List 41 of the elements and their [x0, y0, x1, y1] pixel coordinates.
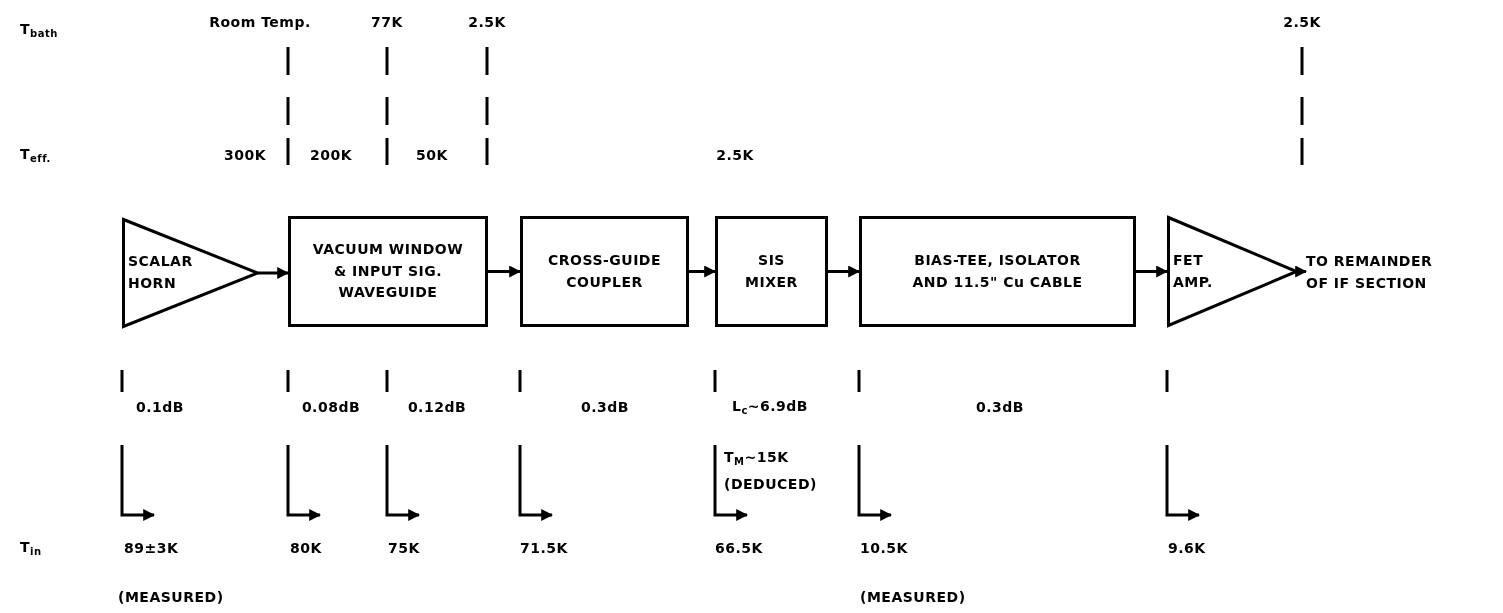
temperature-value: 77K [371, 14, 403, 30]
note: (DEDUCED) [724, 476, 817, 492]
temperature-value: 2.5K [468, 14, 506, 30]
process-box: VACUUM WINDOW & INPUT SIG. WAVEGUIDE [288, 216, 488, 327]
arrow [258, 267, 290, 279]
loss-value: 0.3dB [976, 399, 1024, 415]
temperature-value: 89±3K [124, 540, 179, 556]
temperature-value: 66.5K [715, 540, 763, 556]
amplifier-triangle: FET AMP. [1167, 216, 1298, 327]
temperature-value: Room Temp. [209, 14, 311, 30]
note: (MEASURED) [860, 589, 966, 605]
loss-value: 0.1dB [136, 399, 184, 415]
arrow [488, 265, 522, 278]
temperature-value: 300K [223, 147, 267, 163]
process-box: BIAS-TEE, ISOLATOR AND 11.5" Cu CABLE [859, 216, 1136, 327]
process-box: SIS MIXER [715, 216, 828, 327]
amplifier-triangle: SCALAR HORN [122, 218, 259, 328]
arrow [1295, 265, 1308, 278]
row-heading: T$_{eff.}$ [20, 145, 51, 165]
row-heading: T$_{in}$ [20, 538, 42, 558]
arrow [1136, 265, 1169, 278]
temperature-value: 80K [290, 540, 322, 556]
loss-value: L$_{c}$~6.9dB [731, 397, 809, 417]
arrow [689, 265, 717, 278]
temperature-value: 2.5K [716, 147, 754, 163]
row-heading: T$_{bath}$ [20, 20, 58, 40]
mixer-temperature: T$_{M}$~15K [724, 448, 789, 468]
temperature-value: 200K [309, 147, 353, 163]
temperature-value: 50K [416, 147, 448, 163]
temperature-value: 71.5K [520, 540, 568, 556]
loss-value: 0.12dB [407, 399, 467, 415]
process-box: CROSS-GUIDE COUPLER [520, 216, 689, 327]
temperature-value: 2.5K [1283, 14, 1321, 30]
temperature-value: 10.5K [860, 540, 908, 556]
note: (MEASURED) [118, 589, 224, 605]
loss-value: 0.08dB [301, 399, 361, 415]
arrow [828, 265, 861, 278]
temperature-value: 75K [388, 540, 420, 556]
temperature-value: 9.6K [1168, 540, 1206, 556]
output-label: TO REMAINDER OF IF SECTION [1306, 248, 1502, 298]
loss-value: 0.3dB [581, 399, 629, 415]
